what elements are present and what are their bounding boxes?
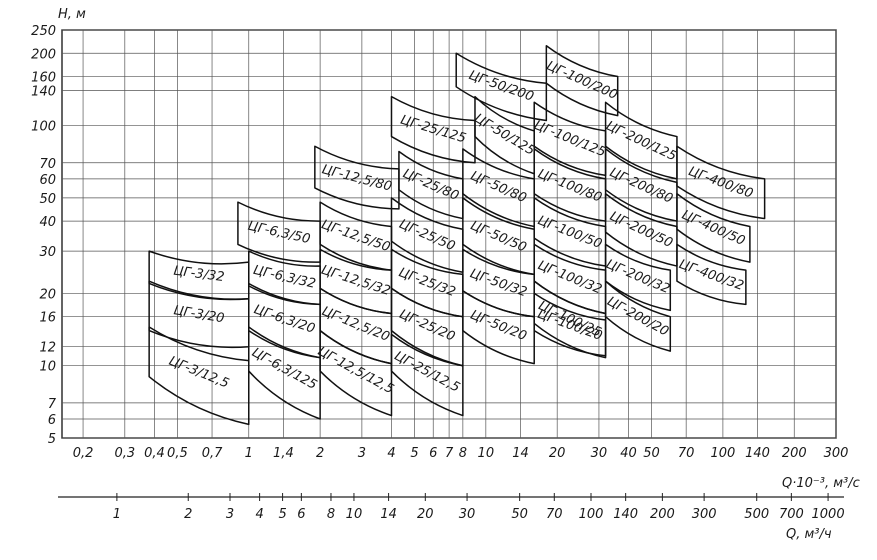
x-axis-primary-title: Q·10⁻³, м³/с — [782, 476, 860, 491]
y-tick-label: 12 — [39, 341, 56, 356]
x-tick-label: 300 — [824, 446, 849, 461]
y-tick-label: 100 — [31, 120, 56, 135]
x-tick-label: 0,2 — [73, 446, 94, 461]
x-tick-label: 0,4 — [144, 446, 165, 461]
x-tick-label: 6 — [429, 446, 437, 461]
grid — [61, 29, 837, 439]
y-tick-label: 140 — [31, 84, 56, 99]
x2-tick-label: 8 — [327, 507, 335, 522]
x-tick-label: 2 — [316, 446, 324, 461]
pump-region-label: ЦГ-3/32 — [173, 264, 226, 286]
x2-tick-label: 70 — [546, 507, 563, 522]
x-tick-label: 3 — [358, 446, 366, 461]
x2-tick-label: 3 — [226, 507, 234, 522]
pump-region — [533, 292, 607, 357]
x-tick-label: 14 — [512, 446, 529, 461]
pump-region — [676, 243, 747, 306]
x2-tick-label: 500 — [744, 507, 769, 522]
y-tick-label: 70 — [39, 157, 56, 172]
x-tick-label: 30 — [591, 446, 608, 461]
x2-tick-label: 6 — [297, 507, 305, 522]
x-tick-label: 1 — [245, 446, 253, 461]
x2-tick-label: 1 — [113, 507, 121, 522]
x-tick-label: 0,5 — [167, 446, 188, 461]
pump-region — [676, 193, 751, 263]
pump-region — [545, 44, 619, 117]
x-tick-label: 1,4 — [273, 446, 294, 461]
pump-region — [148, 326, 250, 426]
pump-region — [248, 326, 321, 420]
x-tick-label: 100 — [710, 446, 735, 461]
pump-region — [676, 145, 766, 220]
pump-regions: ЦГ-3/12,5ЦГ-3/20ЦГ-3/32ЦГ-6,3/125ЦГ-6,3/… — [148, 44, 766, 426]
x-tick-label: 50 — [643, 446, 660, 461]
x2-tick-label: 1000 — [812, 507, 845, 522]
x-tick-label: 5 — [410, 446, 418, 461]
y-tick-label: 50 — [39, 192, 56, 207]
y-tick-label: 7 — [48, 397, 57, 412]
x2-tick-label: 14 — [380, 507, 397, 522]
x-tick-label: 10 — [478, 446, 495, 461]
x-tick-label: 0,7 — [202, 446, 223, 461]
pump-region — [455, 52, 548, 122]
x2-tick-label: 20 — [417, 507, 434, 522]
x2-tick-label: 140 — [613, 507, 638, 522]
pump-region — [390, 333, 464, 417]
y-tick-label: 6 — [48, 413, 56, 428]
y-tick-label: 200 — [31, 47, 56, 62]
y-tick-label: 40 — [39, 215, 56, 230]
y-tick-label: 16 — [39, 311, 56, 326]
x-axis-secondary-title: Q, м³/ч — [786, 527, 832, 542]
y-tick-label: 250 — [31, 24, 56, 39]
x2-tick-label: 700 — [779, 507, 804, 522]
pump-region — [604, 280, 672, 352]
x2-tick-label: 4 — [255, 507, 263, 522]
x-tick-label: 0,3 — [114, 446, 135, 461]
x2-tick-label: 100 — [579, 507, 604, 522]
y-axis-title: H, м — [58, 7, 86, 22]
x-tick-label: 8 — [459, 446, 467, 461]
x-tick-label: 140 — [745, 446, 770, 461]
y-tick-label: 60 — [39, 173, 56, 188]
x2-tick-label: 5 — [278, 507, 286, 522]
x-tick-label: 40 — [620, 446, 637, 461]
x2-tick-label: 30 — [459, 507, 476, 522]
x2-tick-label: 10 — [346, 507, 363, 522]
y-tick-label: 30 — [39, 245, 56, 260]
y-tick-label: 20 — [39, 287, 56, 302]
pump-region — [390, 95, 476, 164]
x-tick-label: 7 — [445, 446, 454, 461]
pump-region — [604, 243, 672, 312]
pump-region — [314, 145, 400, 210]
y-tick-label: 160 — [31, 71, 56, 86]
x-tick-label: 20 — [549, 446, 566, 461]
x-tick-label: 70 — [678, 446, 695, 461]
y-tick-label: 10 — [39, 360, 56, 375]
x2-tick-label: 50 — [511, 507, 528, 522]
x2-tick-label: 2 — [184, 507, 192, 522]
x2-tick-label: 200 — [650, 507, 675, 522]
y-tick-label: 5 — [48, 432, 56, 447]
x2-tick-label: 300 — [692, 507, 717, 522]
x-tick-label: 200 — [782, 446, 807, 461]
x-tick-label: 4 — [387, 446, 395, 461]
